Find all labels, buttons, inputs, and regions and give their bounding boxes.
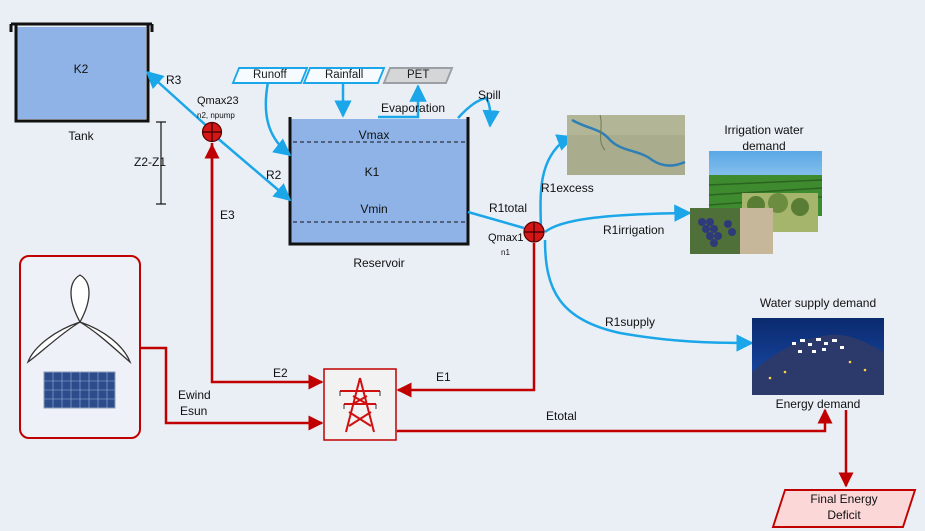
flow-e3-e2	[210, 143, 324, 390]
transmission-tower-icon	[340, 377, 380, 433]
flow-etotal	[397, 408, 833, 433]
pump-23-sub: n2, npump	[197, 111, 235, 120]
flow-r1irrigation	[544, 204, 692, 233]
flow-r1excess	[539, 134, 575, 229]
r1total-label: R1total	[489, 201, 528, 215]
etotal-label: Etotal	[546, 409, 577, 423]
power-grid	[323, 368, 397, 441]
ewind-label: Ewind	[178, 388, 211, 402]
flow-r2	[214, 135, 292, 202]
tank-k2	[9, 22, 154, 123]
tank-caption: Tank	[68, 129, 94, 143]
e1-label: E1	[436, 370, 451, 384]
flow-r1supply	[543, 239, 754, 352]
pet-tag: PET	[382, 67, 454, 84]
irrigation-demand-label: Irrigation water demand	[724, 123, 804, 153]
esun-label: Esun	[180, 404, 208, 418]
r1supply-label: R1supply	[605, 315, 656, 329]
e2-label: E2	[273, 366, 288, 380]
vmin-label: Vmin	[360, 202, 388, 216]
solar-panel-icon	[43, 371, 116, 409]
vmax-label: Vmax	[358, 128, 390, 142]
head-marker	[156, 121, 166, 205]
reservoir-k1	[288, 117, 470, 246]
runoff-tag: Runoff	[231, 67, 309, 84]
energy-demand-label: Energy demand	[775, 397, 861, 411]
pump-1-sub: n1	[501, 248, 510, 257]
r1excess-label: R1excess	[541, 181, 594, 195]
flow-r1total	[467, 210, 525, 230]
town-photo	[752, 318, 884, 395]
pump-1-title: Qmax1	[488, 232, 524, 244]
pump-23-title: Qmax23	[197, 95, 239, 107]
flow-evaporation	[378, 84, 427, 119]
reservoir-caption: Reservoir	[353, 256, 405, 270]
flow-spill	[457, 96, 500, 128]
head-label: Z2-Z1	[134, 155, 167, 169]
flow-runoff	[264, 81, 292, 157]
reservoir-label: K1	[364, 165, 380, 179]
r2-label: R2	[266, 168, 282, 182]
irrigation-photos	[690, 151, 823, 254]
water-supply-demand-label: Water supply demand	[759, 296, 877, 310]
spill-label: Spill	[478, 88, 501, 102]
evaporation-label: Evaporation	[381, 101, 446, 115]
tank-label: K2	[73, 62, 89, 76]
flow-r3	[145, 70, 210, 129]
renewables-box	[19, 255, 141, 439]
pump-1	[523, 221, 545, 243]
final-energy-deficit-label: Final Energy Deficit	[810, 492, 878, 522]
e3-label: E3	[220, 208, 235, 222]
wind-turbine-icon	[26, 274, 132, 365]
r3-label: R3	[166, 73, 182, 87]
rainfall-tag: Rainfall	[302, 67, 386, 84]
river-photo	[567, 114, 686, 175]
r1irrigation-label: R1irrigation	[603, 223, 665, 237]
flow-e1	[396, 243, 536, 398]
flow-renewables	[140, 346, 324, 431]
pump-23	[201, 121, 223, 143]
